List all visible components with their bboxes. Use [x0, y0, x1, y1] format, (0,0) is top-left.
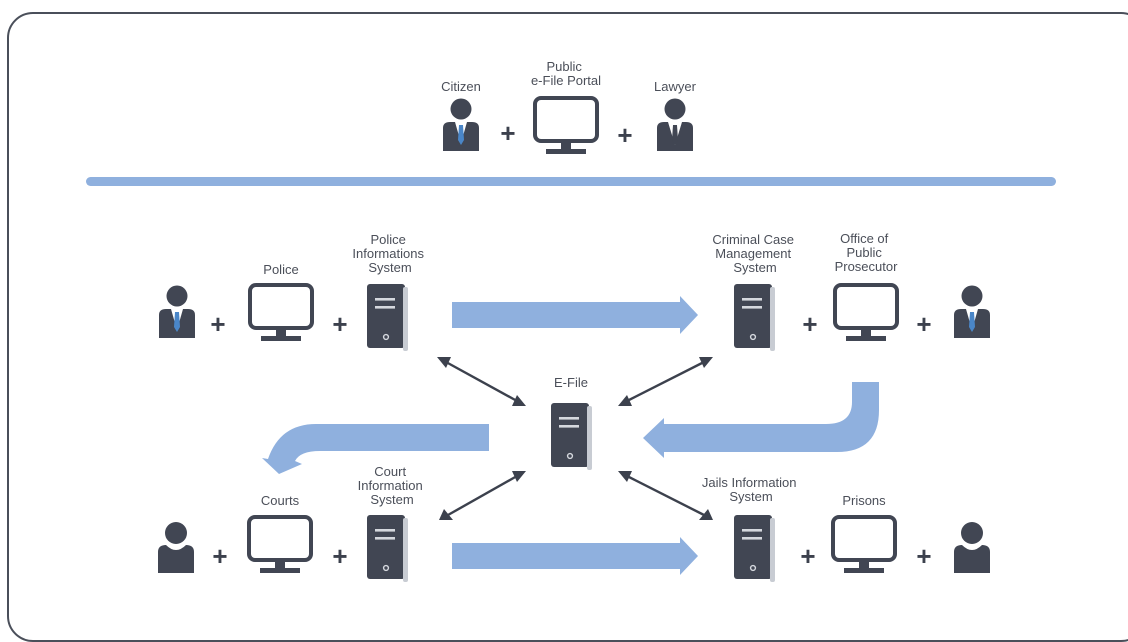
court-information-system-group: Court Information System: [358, 464, 427, 583]
prisons-group: Prisons: [831, 493, 897, 575]
prisons-label: Prisons: [842, 493, 886, 508]
courts-group: Courts: [247, 493, 313, 575]
efile-diagram: Citizen + Public e-File Portal + Lawyer …: [86, 59, 1056, 583]
double-arrow-cis-efile: [447, 474, 518, 517]
efile-group: E-File: [550, 375, 593, 471]
ccms-group: Criminal Case Management System: [712, 232, 797, 352]
server-icon: [733, 514, 776, 583]
server-icon: [366, 283, 409, 352]
prosecutor-icon: [954, 285, 990, 338]
plus-icon: +: [500, 118, 515, 148]
judge-icon: [158, 522, 194, 573]
monitor-icon: [533, 96, 599, 156]
flow-arrow-opp-to-efile: [643, 382, 879, 458]
citizen-group: Citizen: [441, 79, 481, 151]
jails-information-system-group: Jails Information System: [702, 475, 800, 583]
monitor-icon: [831, 515, 897, 575]
plus-icon: +: [332, 309, 347, 339]
monitor-icon: [248, 283, 314, 343]
lawyer-label: Lawyer: [654, 79, 697, 94]
citizen-label: Citizen: [441, 79, 481, 94]
monitor-icon: [833, 283, 899, 343]
efile-connectors: [445, 360, 705, 517]
ccms-label: Criminal Case Management System: [712, 232, 797, 275]
plus-icon: +: [802, 309, 817, 339]
plus-icon: +: [800, 541, 815, 571]
server-icon: [366, 514, 409, 583]
double-arrow-ccms-efile: [626, 360, 705, 403]
portal-label: Public e-File Portal: [531, 59, 601, 88]
police-officer-icon: [159, 285, 195, 338]
public-efile-portal-group: Public e-File Portal: [531, 59, 601, 156]
lawyer-group: Lawyer: [654, 79, 697, 151]
monitor-icon: [247, 515, 313, 575]
pis-label: Police Informations System: [352, 232, 427, 275]
plus-icon: +: [212, 541, 227, 571]
police-information-system-group: Police Informations System: [352, 232, 427, 352]
separator-bar: [86, 177, 1056, 186]
arrowheads: [437, 357, 713, 520]
citizen-icon: [443, 98, 479, 151]
double-arrow-jis-efile: [626, 474, 705, 517]
police-label: Police: [263, 262, 298, 277]
lawyer-icon: [657, 98, 693, 151]
prison-officer-icon: [954, 522, 990, 573]
courts-label: Courts: [261, 493, 300, 508]
flow-arrow-cis-to-jis: [452, 537, 698, 575]
server-icon: [550, 402, 593, 471]
efile-label: E-File: [554, 375, 588, 390]
flow-arrow-police-to-ccms: [452, 296, 698, 334]
double-arrow-pis-efile: [445, 360, 518, 403]
police-group: Police: [248, 262, 314, 343]
plus-icon: +: [210, 309, 225, 339]
plus-icon: +: [617, 120, 632, 150]
plus-icon: +: [916, 309, 931, 339]
flow-arrow-efile-to-courts: [262, 424, 489, 474]
server-icon: [733, 283, 776, 352]
plus-icon: +: [332, 541, 347, 571]
office-of-public-prosecutor-group: Office of Public Prosecutor: [833, 231, 899, 343]
jis-label: Jails Information System: [702, 475, 800, 504]
plus-icon: +: [916, 541, 931, 571]
cis-label: Court Information System: [358, 464, 427, 507]
opp-label: Office of Public Prosecutor: [835, 231, 899, 274]
